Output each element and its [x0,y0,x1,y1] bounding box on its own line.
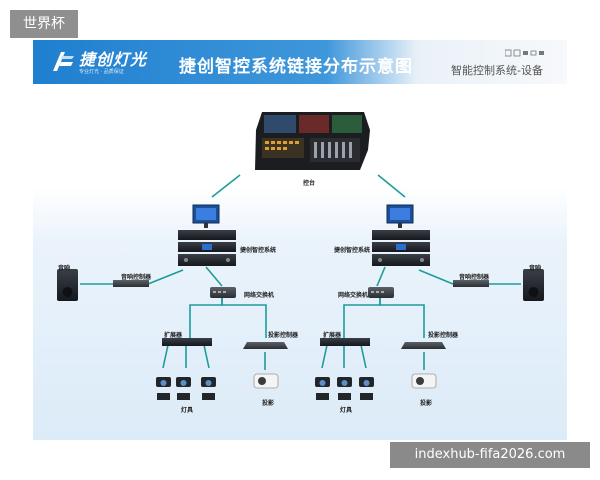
watermark: indexhub-fifa2026.com [390,442,590,468]
link-console-right [377,174,406,198]
link-expander-lights-right [321,344,367,369]
audio-controller-left-icon [113,280,149,287]
expander-right-icon [320,338,370,346]
speaker-left-icon [57,269,78,301]
lighting-console [255,112,370,170]
mini-icons [505,49,544,57]
moving-lights-left-icon [156,377,216,400]
audio-controller-right-icon [453,280,489,287]
label-expander-left: 扩展器 [164,332,183,339]
speaker-right-icon [523,269,544,301]
link-system-switch-left [205,266,223,287]
rack-right [372,204,430,266]
label-system-right: 捷创智控系统 [334,247,371,254]
link-console-left [211,174,241,198]
header-banner: 捷创灯光 专业灯光 · 品质保证 捷创智控系统链接分布示意图 智能控制系统-设备 [33,40,567,84]
label-projection-controller-left: 投影控制器 [268,332,299,339]
moving-lights-right-icon [315,377,374,400]
projection-controller-left-icon [243,342,288,349]
link-switch-projctl-left [221,298,267,338]
label-projector-left: 投影 [262,400,275,407]
label-projection-controller-right: 投影控制器 [428,332,459,339]
switch-right-icon [368,287,394,298]
label-audio-controller-left: 音响控制器 [121,274,152,281]
label-speaker-left: 音响 [58,265,71,272]
link-switch-projctl-right [379,298,425,338]
label-speaker-right: 音响 [529,265,542,272]
label-switch-right: 网络交换机 [338,292,369,299]
link-expander-lights-left [162,344,210,369]
label-lights-left: 灯具 [181,407,194,414]
link-system-switch-right [376,266,386,287]
label-system-left: 捷创智控系统 [240,247,277,254]
expander-left-icon [162,338,212,346]
link-lines [80,174,521,370]
label-switch-left: 网络交换机 [244,292,275,299]
page-subtitle: 智能控制系统-设备 [451,64,543,77]
logo-icon [53,52,74,71]
label-audio-controller-right: 音响控制器 [459,274,490,281]
projector-left-icon [253,373,279,389]
logo-text: 捷创灯光 [79,50,148,69]
logo-subtitle: 专业灯光 · 品质保证 [79,69,124,75]
projector-right-icon [411,373,437,389]
projection-controller-right-icon [401,342,446,349]
label-lights-right: 灯具 [340,407,353,414]
label-expander-right: 扩展器 [323,332,342,339]
page-title: 捷创智控系统链接分布示意图 [179,57,413,77]
label-projector-right: 投影 [420,400,433,407]
link-audio-right [418,269,454,285]
rack-left [178,204,236,266]
label-console: 控台 [303,180,316,187]
link-switch-expander-right [343,298,381,338]
link-switch-expander-left [189,298,223,338]
link-audio-left [147,269,184,285]
switch-left-icon [210,287,236,298]
corner-tag: 世界杯 [10,10,78,38]
